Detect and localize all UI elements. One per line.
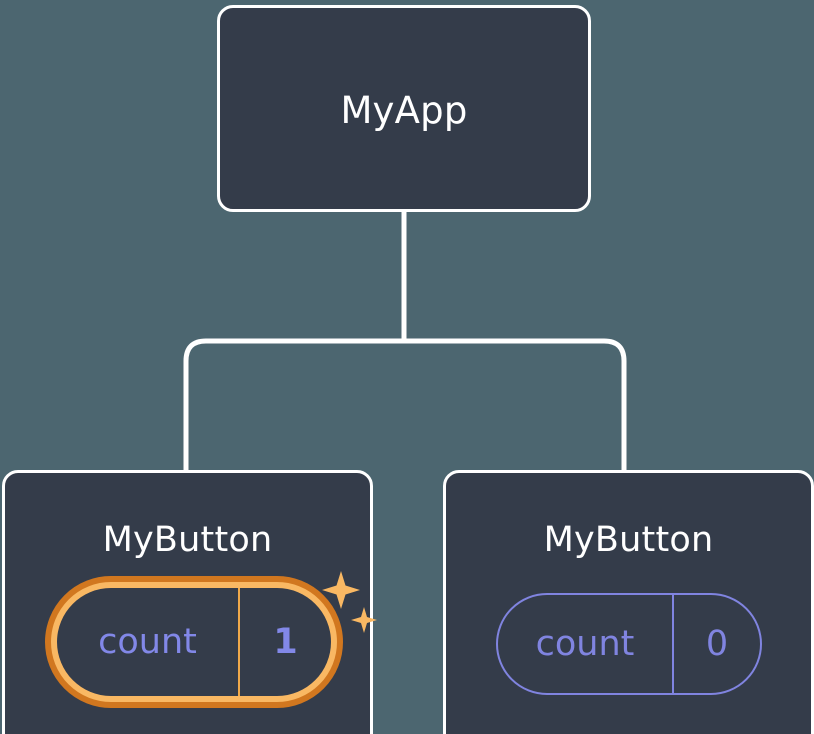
connector-branch-bus	[183, 338, 627, 472]
state-pill-inner: count 1	[57, 588, 331, 696]
state-name-right: count	[498, 595, 674, 693]
state-name-left: count	[57, 588, 240, 696]
state-pill-highlighted[interactable]: count 1	[45, 576, 343, 708]
node-mybutton-right-title: MyButton	[543, 520, 714, 560]
node-mybutton-left-title: MyButton	[102, 520, 273, 560]
state-value-left: 1	[273, 622, 298, 662]
state-value-right: 0	[705, 624, 729, 664]
state-pill-plain[interactable]: count 0	[496, 593, 762, 695]
sparkle-small-icon	[351, 607, 377, 633]
node-myapp[interactable]: MyApp	[217, 5, 591, 212]
node-myapp-title: MyApp	[340, 89, 468, 132]
node-mybutton-right[interactable]: MyButton count 0	[443, 470, 814, 734]
node-mybutton-left[interactable]: MyButton count 1	[2, 470, 377, 734]
